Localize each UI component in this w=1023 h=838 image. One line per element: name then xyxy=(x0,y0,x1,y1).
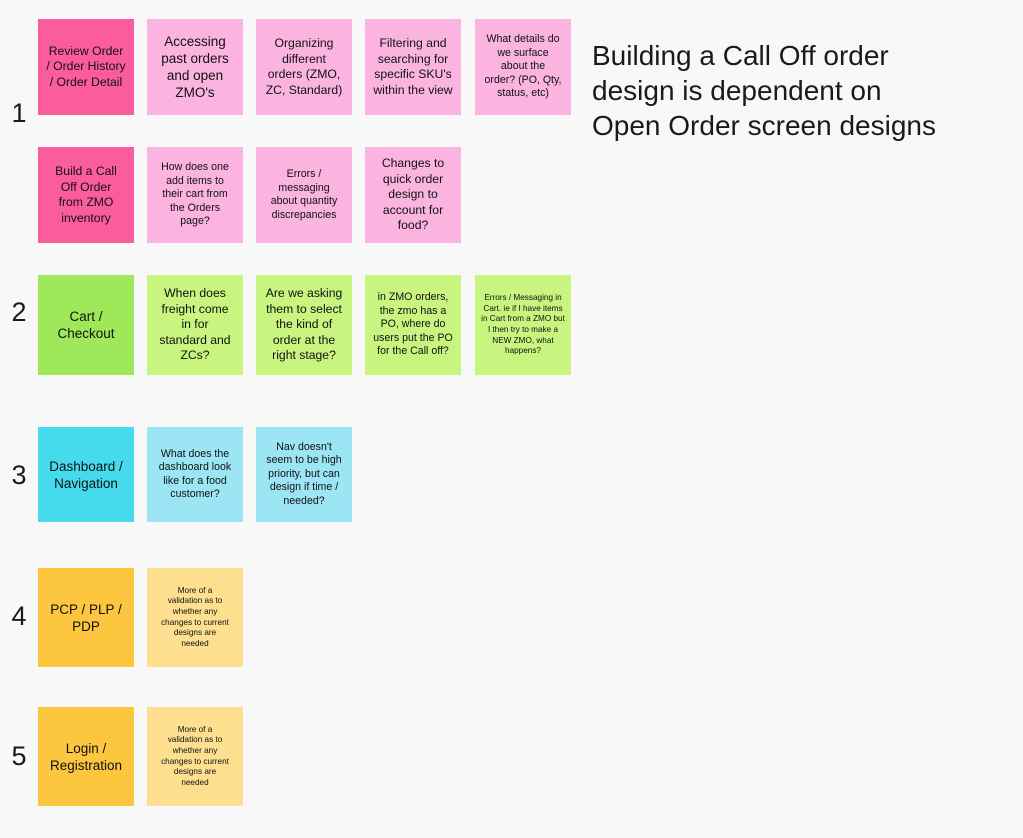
sticky-note[interactable]: Review Order / Order History / Order Det… xyxy=(38,19,134,115)
sticky-note-text: Dashboard / Navigation xyxy=(49,458,123,491)
sticky-note[interactable]: What does the dashboard look like for a … xyxy=(147,427,243,522)
sticky-note[interactable]: Errors / messaging about quantity discre… xyxy=(256,147,352,243)
headline-text: Building a Call Off order design is depe… xyxy=(592,40,936,141)
sticky-note-text: Errors / Messaging in Cart. ie if I have… xyxy=(481,293,565,356)
sticky-note[interactable]: Dashboard / Navigation xyxy=(38,427,134,522)
row-number-5: 5 xyxy=(11,741,27,771)
sticky-note[interactable]: How does one add items to their cart fro… xyxy=(147,147,243,243)
sticky-note[interactable]: Nav doesn't seem to be high priority, bu… xyxy=(256,427,352,522)
sticky-note-text: More of a validation as to whether any c… xyxy=(161,585,229,648)
sticky-note[interactable]: in ZMO orders, the zmo has a PO, where d… xyxy=(365,275,461,375)
sticky-note-text: Cart / Checkout xyxy=(57,309,115,341)
sticky-note[interactable]: More of a validation as to whether any c… xyxy=(147,568,243,667)
sticky-note[interactable]: Filtering and searching for specific SKU… xyxy=(365,19,461,115)
sticky-note-text: Are we asking them to select the kind of… xyxy=(265,286,343,363)
sticky-note-text: Errors / messaging about quantity discre… xyxy=(270,168,338,221)
sticky-note-text: Build a Call Off Order from ZMO inventor… xyxy=(55,164,117,225)
sticky-note[interactable]: PCP / PLP / PDP xyxy=(38,568,134,667)
sticky-note[interactable]: Build a Call Off Order from ZMO inventor… xyxy=(38,147,134,243)
sticky-note[interactable]: Errors / Messaging in Cart. ie if I have… xyxy=(475,275,571,375)
sticky-note[interactable]: What details do we surface about the ord… xyxy=(475,19,571,115)
sticky-note[interactable]: Login / Registration xyxy=(38,707,134,806)
row-number-3: 3 xyxy=(11,460,27,490)
sticky-note-text: Filtering and searching for specific SKU… xyxy=(373,36,453,97)
sticky-note-text: in ZMO orders, the zmo has a PO, where d… xyxy=(373,291,453,358)
sticky-note[interactable]: When does freight come in for standard a… xyxy=(147,275,243,375)
sticky-note-text: Changes to quick order design to account… xyxy=(381,156,445,233)
sticky-note-text: What does the dashboard look like for a … xyxy=(158,447,232,501)
row-number-2: 2 xyxy=(11,297,27,327)
row-number-1: 1 xyxy=(11,98,27,128)
sticky-note-text: Review Order / Order History / Order Det… xyxy=(46,43,126,89)
sticky-note-text: How does one add items to their cart fro… xyxy=(161,161,229,228)
sticky-note-text: Accessing past orders and open ZMO's xyxy=(161,34,229,100)
sticky-note-text: Organizing different orders (ZMO, ZC, St… xyxy=(265,36,343,97)
sticky-note[interactable]: Changes to quick order design to account… xyxy=(365,147,461,243)
sticky-note[interactable]: Organizing different orders (ZMO, ZC, St… xyxy=(256,19,352,115)
sticky-note[interactable]: More of a validation as to whether any c… xyxy=(147,707,243,806)
sticky-note[interactable]: Accessing past orders and open ZMO's xyxy=(147,19,243,115)
sticky-note[interactable]: Cart / Checkout xyxy=(38,275,134,375)
sticky-note-text: More of a validation as to whether any c… xyxy=(161,724,229,787)
sticky-note-text: Login / Registration xyxy=(49,740,123,773)
sticky-note-text: When does freight come in for standard a… xyxy=(159,286,231,363)
sticky-note[interactable]: Are we asking them to select the kind of… xyxy=(256,275,352,375)
sticky-note-text: What details do we surface about the ord… xyxy=(484,33,562,100)
row-number-4: 4 xyxy=(11,601,27,631)
sticky-note-text: PCP / PLP / PDP xyxy=(50,601,122,634)
sticky-note-text: Nav doesn't seem to be high priority, bu… xyxy=(266,440,342,507)
